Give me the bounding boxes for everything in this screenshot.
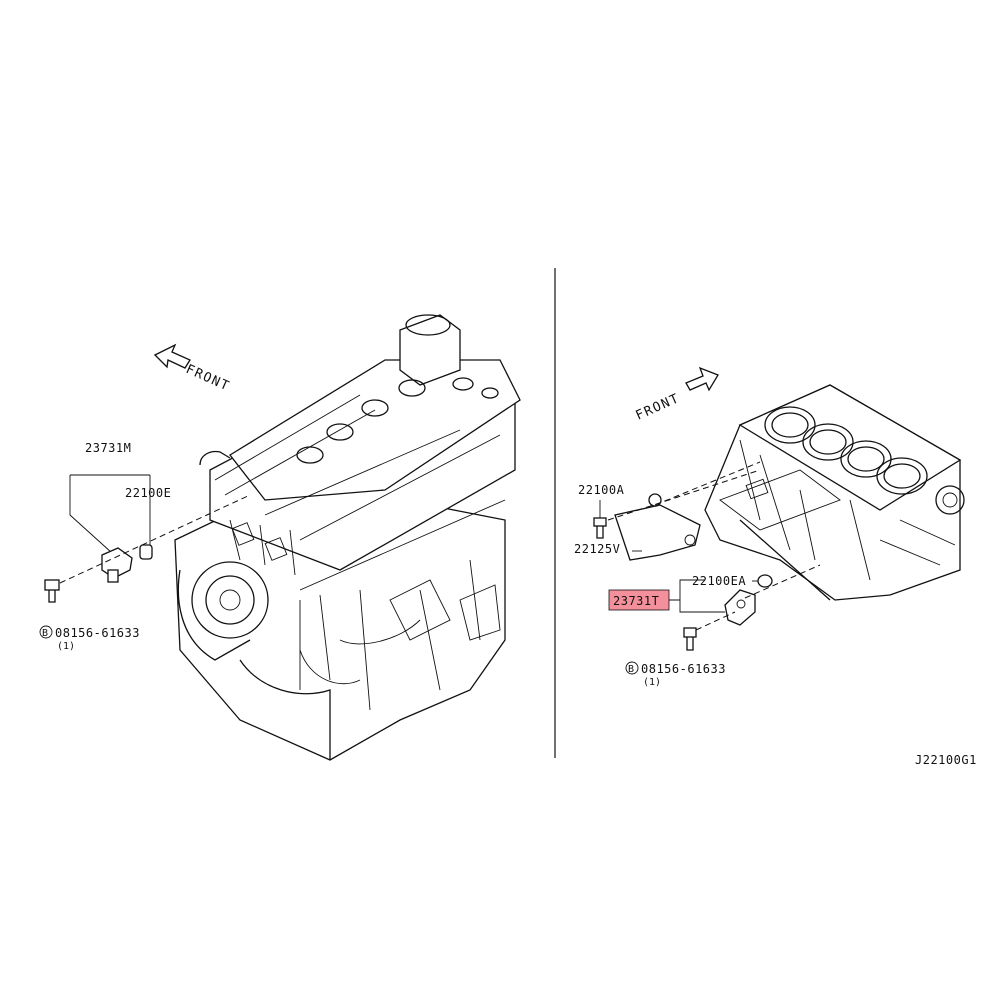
bolt-right (683, 627, 697, 651)
front-direction-arrow-right: FRONT (634, 366, 719, 424)
part-number-23731M: 23731M (85, 441, 131, 455)
part-number-22125V: 22125V (574, 542, 620, 556)
part-number-23731T: 23731T (613, 594, 659, 608)
part-number-22100A: 22100A (578, 483, 625, 497)
cam-position-sensor-right (724, 589, 756, 626)
diagram-code: J22100G1 (915, 753, 977, 767)
left-engine-assembly (174, 314, 521, 761)
quantity-right: (1) (643, 677, 661, 688)
front-label-left: FRONT (183, 362, 232, 395)
left-callouts: 23731M 22100E B 08156-61633 (1) (39, 441, 251, 652)
part-number-bolt-left: 08156-61633 (55, 626, 140, 640)
o-ring-seal-left (139, 544, 153, 560)
part-number-22100EA: 22100EA (692, 574, 746, 588)
front-label-right: FRONT (634, 391, 683, 424)
quantity-left: (1) (57, 641, 75, 652)
o-ring-seal-right (757, 574, 773, 588)
right-cylinder-block (704, 384, 965, 601)
bolt-type-marker-right: B (628, 664, 634, 675)
part-number-bolt-right: 08156-61633 (641, 662, 726, 676)
part-number-22100E: 22100E (125, 486, 171, 500)
front-direction-arrow-left: FRONT (153, 343, 232, 395)
right-callouts: 22100A 22125V 23731T 22100EA (574, 461, 821, 688)
bolt-left (44, 579, 60, 603)
cam-position-sensor-left (101, 547, 133, 583)
bolt-type-marker-left: B (42, 628, 48, 639)
bolt-a-right (593, 517, 607, 539)
sensor-bracket-right (614, 493, 701, 561)
